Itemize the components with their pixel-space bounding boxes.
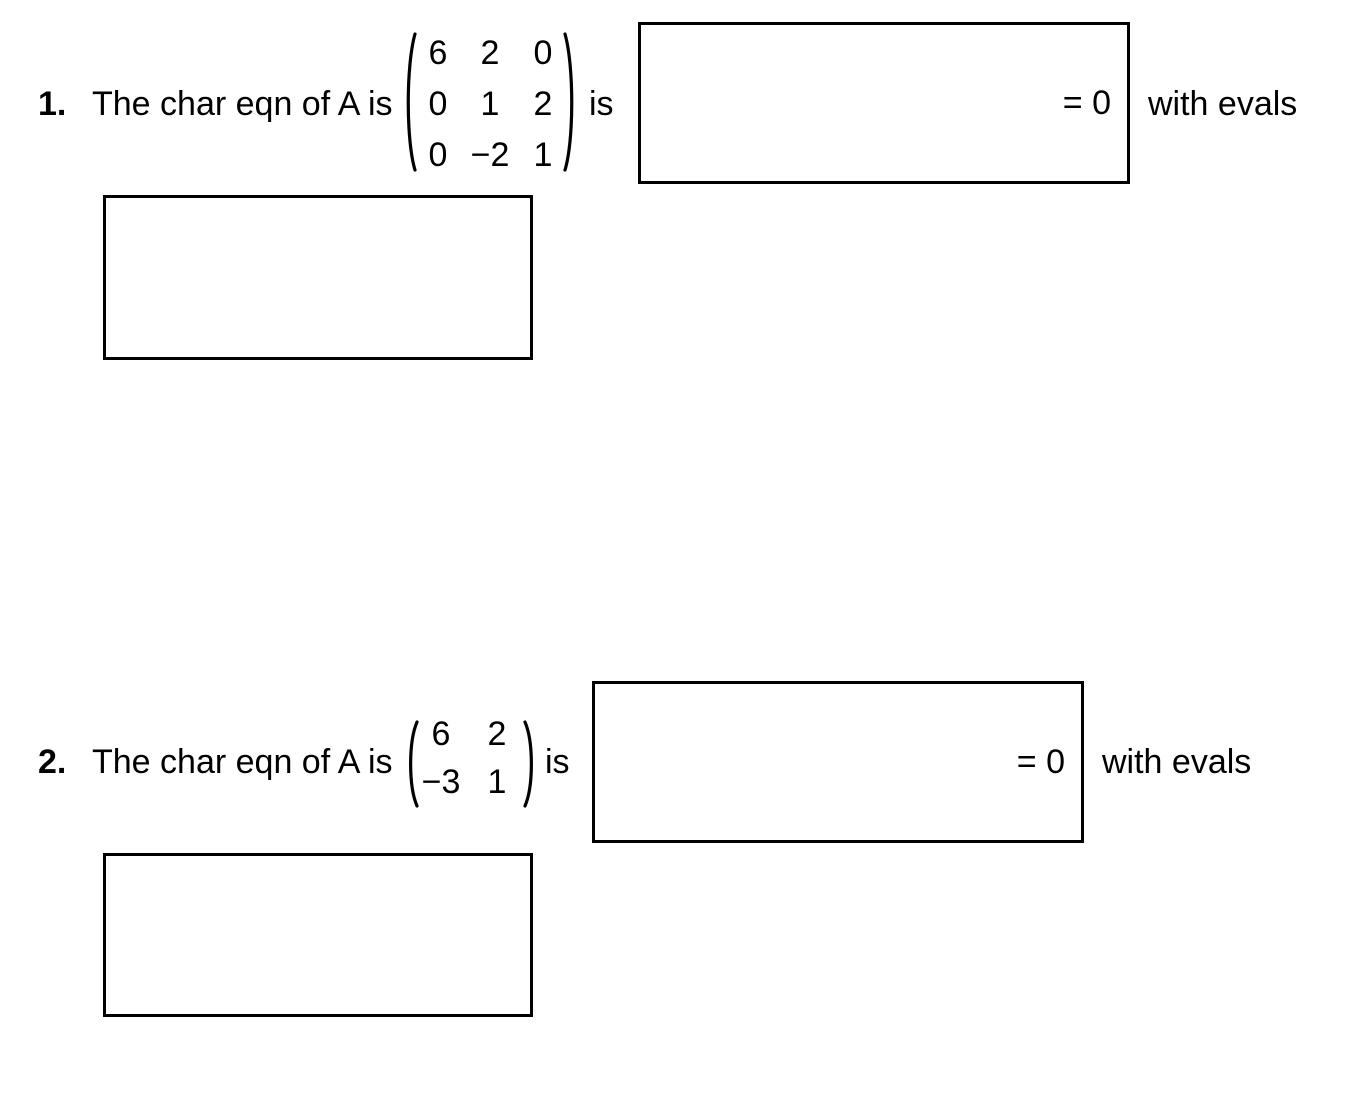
prompt-text: The char eqn of A is xyxy=(92,743,393,781)
equals-zero-label: = 0 xyxy=(1016,743,1065,781)
connector-is: is xyxy=(545,743,570,781)
matrix-cell: 6 xyxy=(428,33,448,72)
matrix-cell: 0 xyxy=(533,33,553,72)
with-evals-label: with evals xyxy=(1102,743,1252,781)
evals-answer-box[interactable] xyxy=(103,853,533,1017)
matrix-cell: 2 xyxy=(533,84,553,123)
problem-number: 1. xyxy=(38,85,67,123)
right-paren xyxy=(523,720,533,808)
matrix-cell: 1 xyxy=(480,84,500,123)
evals-answer-box[interactable] xyxy=(103,195,533,360)
problem-number: 2. xyxy=(38,743,67,781)
matrix-cell: 0 xyxy=(428,84,448,123)
matrix-cell: −2 xyxy=(470,135,510,174)
matrix-cell: 0 xyxy=(428,135,448,174)
left-paren xyxy=(406,32,417,172)
with-evals-label: with evals xyxy=(1148,85,1298,123)
matrix-3x3: 6 2 0 0 1 2 0 −2 1 xyxy=(415,27,567,180)
matrix-cell: 1 xyxy=(533,135,553,174)
matrix-2x2: 6 2 −3 1 xyxy=(418,710,530,806)
prompt-text: The char eqn of A is xyxy=(92,85,393,123)
matrix-cell: 1 xyxy=(487,763,507,801)
connector-is: is xyxy=(589,85,614,123)
equals-zero-label: = 0 xyxy=(1062,84,1111,122)
char-eqn-answer-box[interactable]: = 0 xyxy=(592,681,1084,843)
char-eqn-answer-box[interactable]: = 0 xyxy=(638,22,1130,184)
matrix-cell: −3 xyxy=(421,763,461,801)
matrix-cell: 2 xyxy=(487,715,507,753)
matrix-cell: 6 xyxy=(431,715,451,753)
matrix-cell: 2 xyxy=(480,33,500,72)
right-paren xyxy=(563,32,574,172)
left-paren xyxy=(409,720,419,808)
